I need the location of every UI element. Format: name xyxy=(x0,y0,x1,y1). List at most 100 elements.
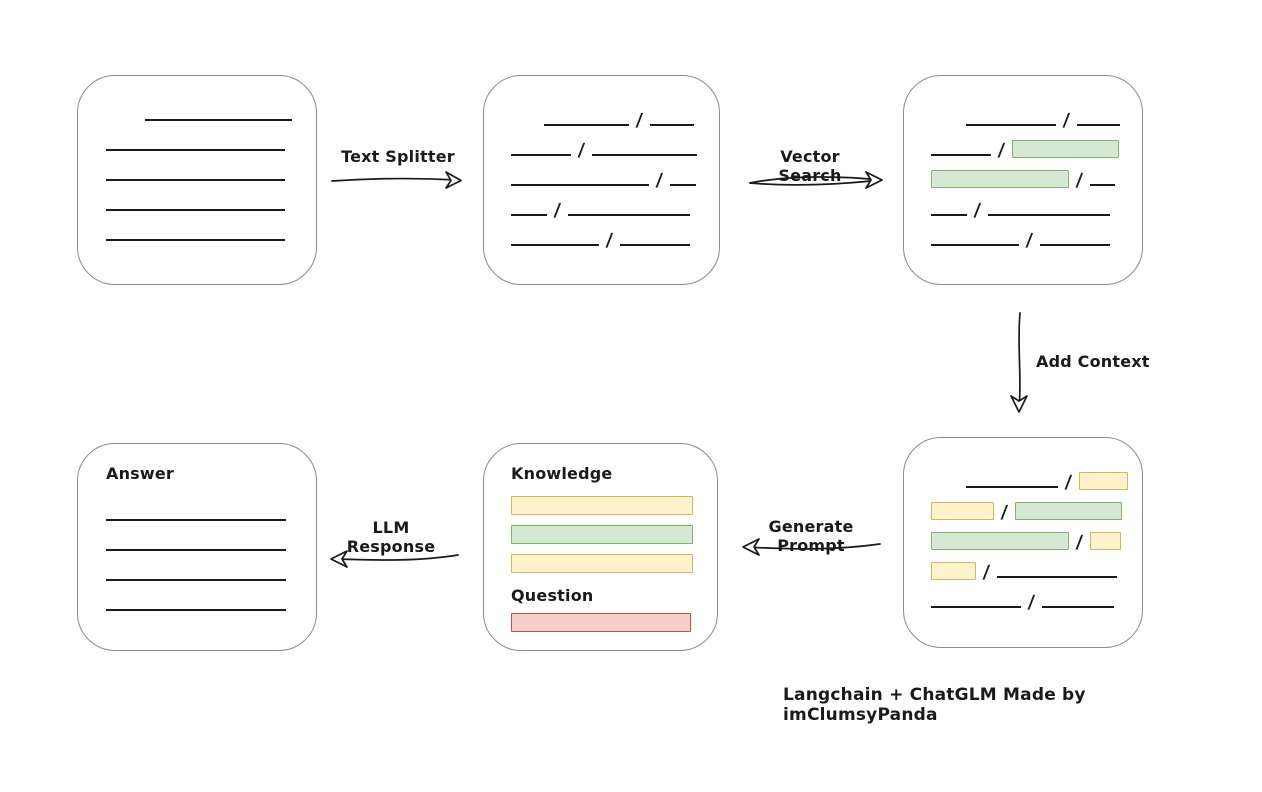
text-line xyxy=(996,576,1117,578)
segment-row: / xyxy=(931,490,1142,523)
segment-row: / xyxy=(931,218,1142,251)
slash-separator: / xyxy=(1027,592,1036,613)
add-context-arrow xyxy=(1010,312,1028,413)
text-line xyxy=(931,214,967,216)
segment-row: / xyxy=(511,188,719,221)
segment-row: / xyxy=(931,550,1142,583)
answer-lines xyxy=(106,493,316,613)
text-splitter-arrow xyxy=(331,171,462,189)
text-line xyxy=(966,486,1058,488)
credit-caption: Langchain + ChatGLM Made by imClumsyPand… xyxy=(783,685,1086,725)
slash-separator: / xyxy=(1000,502,1009,523)
segment-row xyxy=(106,583,316,613)
document-lines xyxy=(78,76,316,284)
text-line xyxy=(106,179,285,181)
text-line xyxy=(1089,184,1115,186)
segment-row: / xyxy=(931,188,1142,221)
slash-separator: / xyxy=(982,562,991,583)
text-line xyxy=(106,549,286,551)
slash-separator: / xyxy=(553,200,562,221)
segment-row: / xyxy=(931,580,1142,613)
green-highlight-bar xyxy=(931,170,1069,188)
text-line xyxy=(987,214,1110,216)
context-chunk-lines: / / / / / xyxy=(904,438,1142,647)
slash-separator: / xyxy=(635,110,644,131)
segment-row xyxy=(106,213,316,243)
prompt-content: Knowledge Question xyxy=(484,444,717,650)
vector-search-label: Vector Search xyxy=(778,147,842,185)
text-line xyxy=(931,244,1019,246)
slash-separator: / xyxy=(655,170,664,191)
prompt-box: Knowledge Question xyxy=(483,443,718,651)
context-chunks-box: / / / / / xyxy=(903,437,1143,648)
text-line xyxy=(511,184,649,186)
segment-row: / xyxy=(931,520,1142,553)
green-highlight-bar xyxy=(1011,140,1119,158)
text-line xyxy=(567,214,690,216)
answer-box: Answer xyxy=(77,443,317,651)
text-line xyxy=(106,579,286,581)
matched-chunk-lines: ///// xyxy=(904,76,1142,284)
text-line xyxy=(511,154,571,156)
yellow-highlight-bar xyxy=(931,562,976,580)
add-context-label: Add Context xyxy=(1036,352,1150,371)
segment-row xyxy=(106,523,316,553)
text-line xyxy=(106,239,285,241)
segment-row xyxy=(106,93,316,123)
segment-row: / xyxy=(511,158,719,191)
segment-row xyxy=(106,493,316,523)
slash-separator: / xyxy=(605,230,614,251)
segment-row: / xyxy=(511,128,719,161)
chunk-lines: / / / / / xyxy=(484,76,719,284)
text-line xyxy=(106,149,285,151)
red-bar xyxy=(511,613,691,632)
text-line xyxy=(511,244,599,246)
segment-row: / xyxy=(931,98,1142,131)
generate-prompt-label: Generate Prompt xyxy=(768,517,854,555)
segment-row xyxy=(106,553,316,583)
text-line xyxy=(931,606,1021,608)
text-line xyxy=(106,609,286,611)
green-highlight-bar xyxy=(1014,502,1122,520)
slash-separator: / xyxy=(1062,110,1071,131)
segment-row xyxy=(106,123,316,153)
segment-row: / xyxy=(931,158,1142,191)
text-line xyxy=(669,184,696,186)
yellow-highlight-bar xyxy=(1078,472,1128,490)
knowledge-label: Knowledge xyxy=(511,464,613,483)
slash-separator: / xyxy=(973,200,982,221)
llm-response-label: LLM Response xyxy=(346,518,436,556)
text-line xyxy=(106,519,286,521)
text-splitter-label: Text Splitter xyxy=(341,147,455,166)
slash-separator: / xyxy=(1075,532,1084,553)
text-line xyxy=(145,119,292,121)
question-bars xyxy=(511,613,717,632)
text-line xyxy=(931,154,991,156)
answer-label: Answer xyxy=(106,464,175,483)
split-chunks-box: / / / / / xyxy=(483,75,720,285)
slash-separator: / xyxy=(577,140,586,161)
segment-row: / xyxy=(511,218,719,251)
knowledge-bars xyxy=(511,496,717,573)
text-line xyxy=(544,124,629,126)
slash-separator: / xyxy=(997,140,1006,161)
text-line xyxy=(511,214,547,216)
segment-row xyxy=(106,153,316,183)
green-highlight-bar xyxy=(931,532,1069,550)
text-line xyxy=(591,154,697,156)
yellow-bar xyxy=(511,496,693,515)
slash-separator: / xyxy=(1064,472,1073,493)
text-line xyxy=(106,209,285,211)
text-line xyxy=(649,124,694,126)
text-line xyxy=(1039,244,1110,246)
answer-content: Answer xyxy=(78,444,316,650)
segment-row xyxy=(106,183,316,213)
yellow-highlight-bar xyxy=(1089,532,1121,550)
text-line xyxy=(619,244,690,246)
vector-matched-chunks-box: ///// xyxy=(903,75,1143,285)
segment-row: / xyxy=(511,98,719,131)
yellow-highlight-bar xyxy=(931,502,994,520)
segment-row: / xyxy=(931,460,1142,493)
text-line xyxy=(966,124,1056,126)
